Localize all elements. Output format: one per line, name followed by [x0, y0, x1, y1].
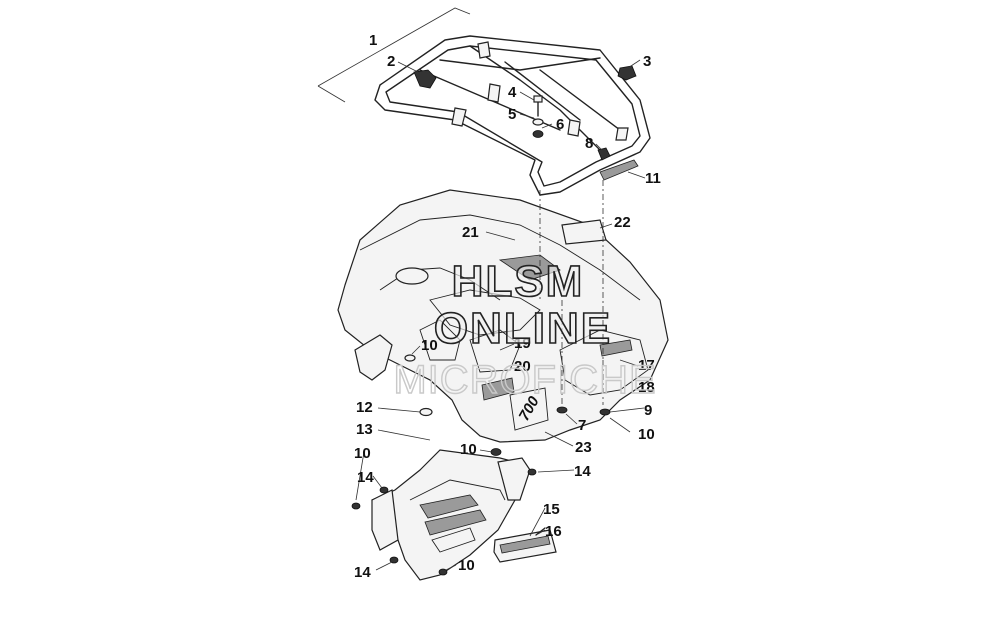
rear-rack	[374, 35, 651, 196]
callout-14b: 14	[357, 469, 374, 486]
callout-5: 5	[508, 106, 516, 123]
callout-3: 3	[643, 53, 651, 70]
callout-23: 23	[575, 439, 592, 456]
callouts: 1 2 3 4 5 6 8 11 22 21 10 19 20 17 18 12…	[354, 32, 661, 581]
watermark-line-2: ONLINE	[434, 304, 612, 353]
callout-13: 13	[356, 421, 373, 438]
callout-18: 18	[638, 379, 655, 396]
callout-6: 6	[556, 116, 564, 133]
footwell	[371, 449, 531, 581]
callout-7: 7	[578, 417, 586, 434]
callout-22: 22	[614, 214, 631, 231]
callout-21: 21	[462, 224, 479, 241]
callout-bracket-1b	[317, 85, 346, 103]
callout-4: 4	[508, 84, 517, 101]
callout-10c: 10	[460, 441, 477, 458]
callout-19: 19	[514, 335, 531, 352]
screws	[351, 468, 546, 576]
callout-10b: 10	[638, 426, 655, 443]
washer-12	[419, 407, 433, 417]
callout-bracket-1	[317, 7, 471, 87]
leader-lines	[355, 59, 646, 571]
callout-14a: 14	[574, 463, 591, 480]
watermark-line-3: MICROFICHE	[393, 358, 656, 402]
decal-22	[561, 219, 607, 245]
rear-fender-body: 700	[337, 189, 669, 443]
callout-10a: 10	[421, 337, 438, 354]
callout-20: 20	[514, 358, 531, 375]
nut-10a	[404, 354, 416, 362]
callout-11: 11	[645, 170, 661, 187]
washer-9	[599, 408, 611, 416]
callout-16: 16	[545, 523, 562, 540]
callout-10e: 10	[458, 557, 475, 574]
watermark-line-1: HLSM	[452, 257, 585, 306]
callout-8: 8	[585, 135, 593, 152]
callout-15: 15	[543, 501, 560, 518]
nut-10b	[490, 448, 502, 456]
callout-14c: 14	[354, 564, 371, 581]
nut-7	[556, 406, 568, 414]
callout-10d: 10	[354, 445, 371, 462]
callout-9: 9	[644, 402, 652, 419]
callout-12: 12	[356, 399, 373, 416]
callout-17: 17	[638, 357, 655, 374]
callout-2: 2	[387, 53, 395, 70]
watermark: HLSM ONLINE MICROFICHE	[393, 256, 657, 403]
callout-1: 1	[369, 32, 377, 49]
